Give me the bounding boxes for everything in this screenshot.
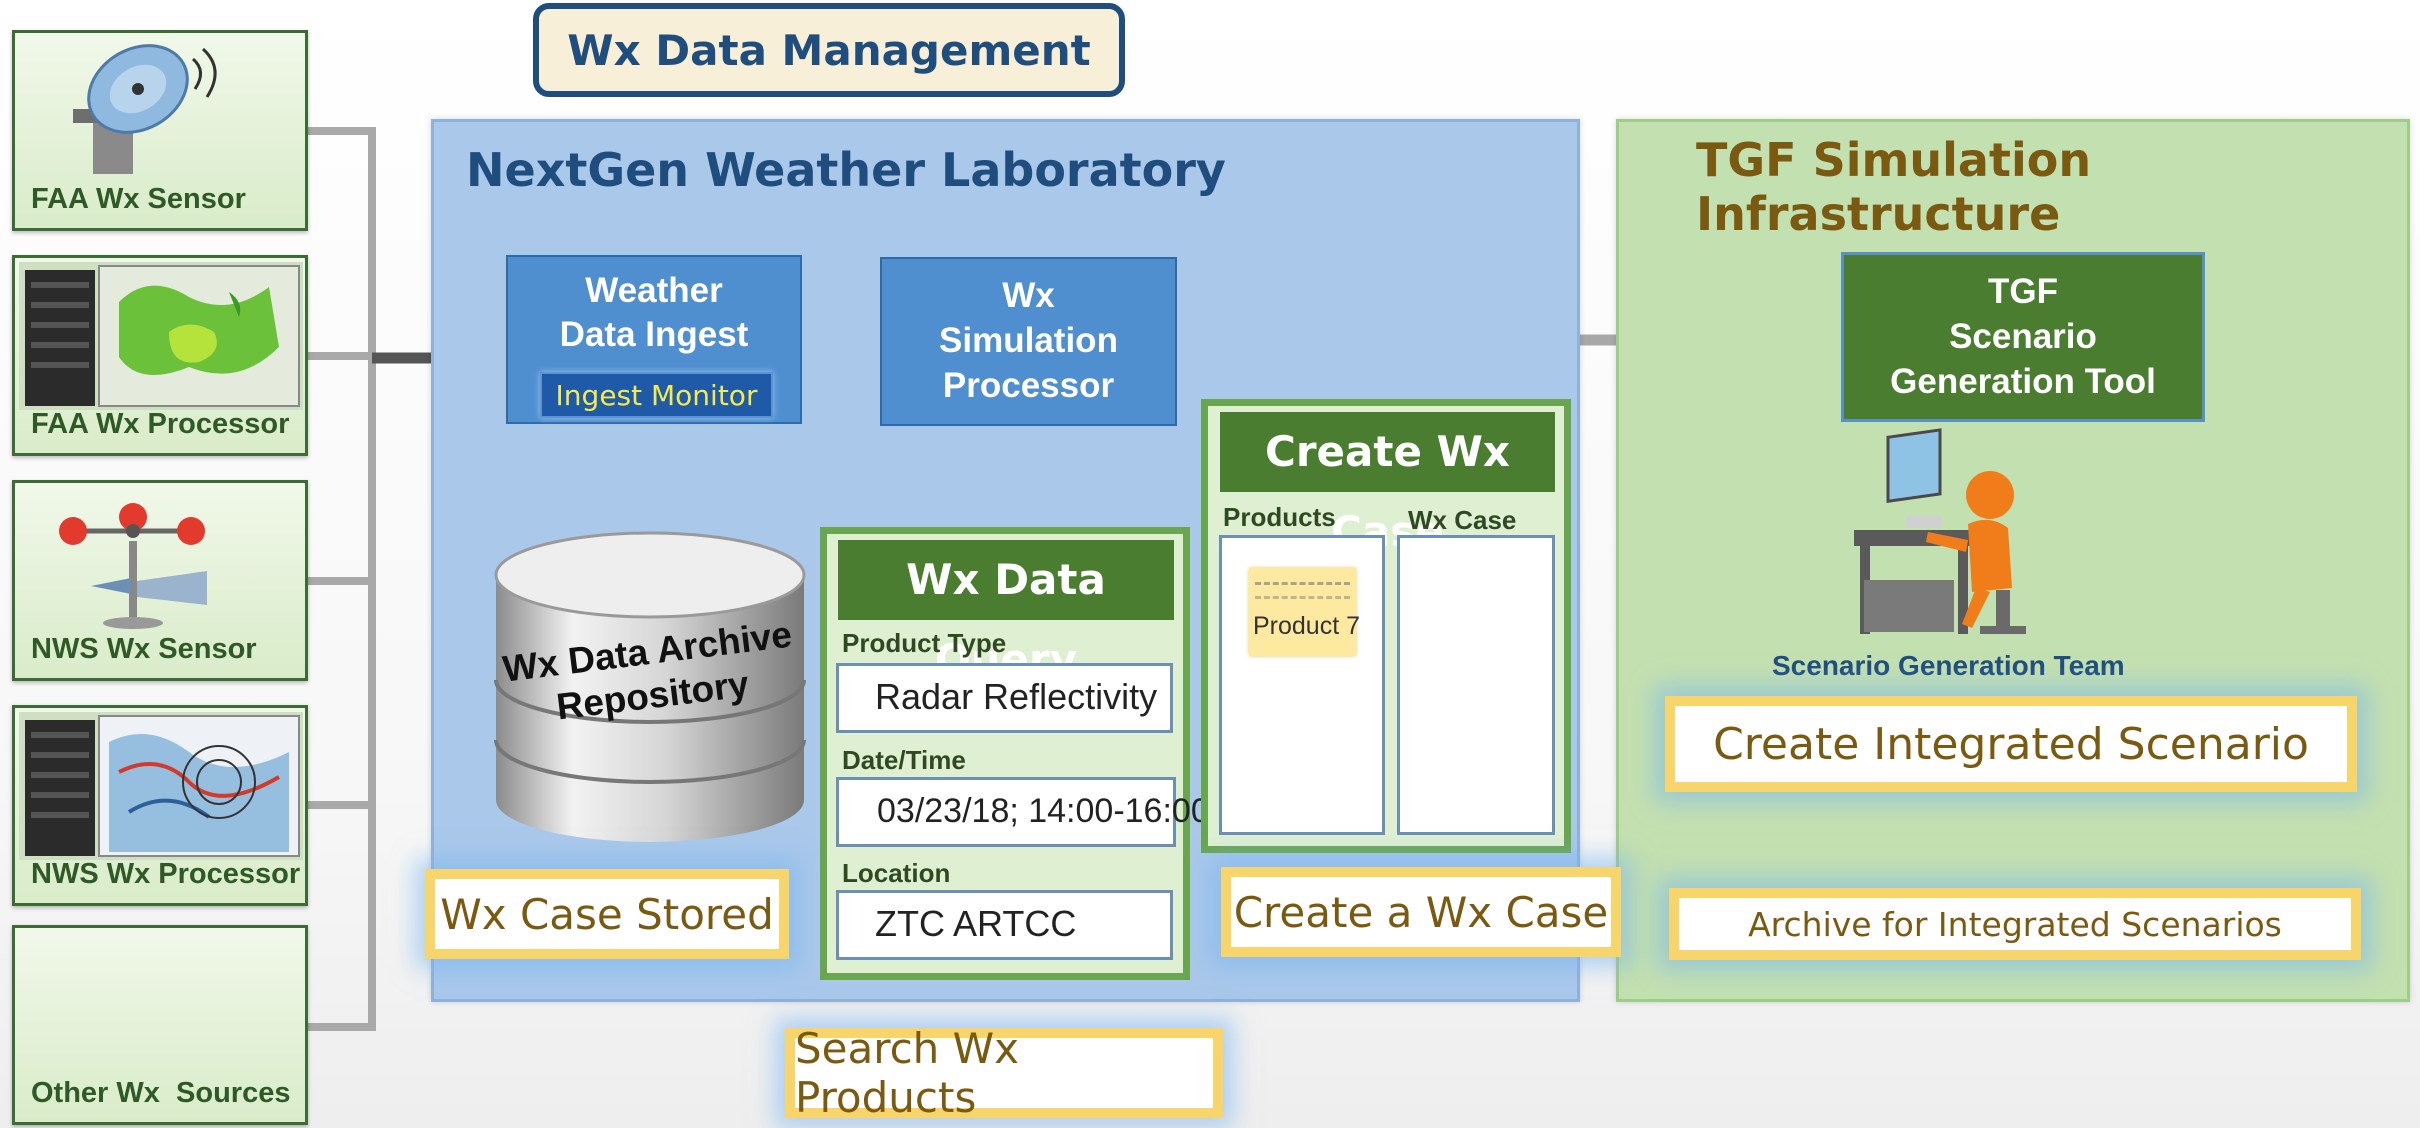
source-nws-processor: NWS Wx Processor (12, 705, 308, 906)
ingest-monitor-label: Ingest Monitor (555, 378, 758, 412)
source-label: NWS Wx Processor (31, 858, 301, 890)
product-item-label: Product 7 (1253, 612, 1361, 640)
ingest-monitor-button[interactable]: Ingest Monitor (540, 372, 773, 418)
source-label: Other Wx Sources (31, 1077, 291, 1109)
ingest-title-line1: Weather (585, 271, 723, 310)
callout-label: Create Integrated Scenario (1713, 718, 2309, 770)
sources-bracket (308, 127, 376, 1031)
callout-label: Search Wx Products (795, 1024, 1020, 1122)
product-item[interactable]: Product 7 (1249, 568, 1360, 656)
callout-create-wx-case: Create a Wx Case (1221, 867, 1621, 957)
callout-label: Wx Case Stored (440, 889, 774, 939)
source-label: NWS Wx Sensor (31, 633, 257, 665)
server-map-icon (19, 262, 303, 410)
tgf-title: TGF Simulation Infrastructure (1696, 133, 2092, 241)
wx-data-query-title: Wx Data Query (838, 540, 1174, 684)
source-label: FAA Wx Sensor (31, 183, 246, 215)
person-at-computer-icon (1854, 428, 2026, 634)
wx-case-list[interactable] (1397, 535, 1555, 835)
datetime-field[interactable]: 03/23/18; 14:00-16:00 (836, 777, 1210, 847)
weather-lab-title: NextGen Weather Laboratory (466, 143, 1226, 197)
database-cylinder-icon (494, 531, 806, 842)
callout-archive-integrated-scenarios: Archive for Integrated Scenarios (1669, 888, 2361, 960)
products-label: Products (1223, 502, 1336, 532)
source-label: FAA Wx Processor (31, 408, 290, 440)
tool-line3: Generation Tool (1890, 362, 2156, 401)
source-nws-sensor: NWS Wx Sensor (12, 480, 308, 681)
processor-line2: Simulation (939, 321, 1118, 360)
tool-line1: TGF (1988, 272, 2058, 311)
callout-label: Create a Wx Case (1233, 887, 1609, 937)
product-type-value: Radar Reflectivity (875, 676, 1158, 717)
processor-line1: Wx (1002, 276, 1055, 315)
create-wx-case-title: Create Wx Case (1220, 412, 1555, 556)
header-box: Wx Data Management (533, 3, 1125, 97)
header-title: Wx Data Management (567, 25, 1091, 75)
callout-label: Archive for Integrated Scenarios (1748, 904, 2282, 944)
ingest-title-line2: Data Ingest (559, 315, 749, 354)
radar-dish-icon (73, 44, 217, 174)
faded-product-line (1255, 582, 1350, 585)
tgf-scenario-tool-box: TGF Scenario Generation Tool (1841, 252, 2205, 422)
location-value: ZTC ARTCC (875, 903, 1077, 944)
source-other: Other Wx Sources (12, 925, 308, 1125)
callout-create-integrated-scenario: Create Integrated Scenario (1665, 696, 2357, 792)
processor-line3: Processor (942, 366, 1115, 405)
scenario-team-label: Scenario Generation Team (1772, 650, 2125, 681)
server-weather-map-icon (19, 712, 303, 860)
source-faa-sensor: FAA Wx Sensor (12, 30, 308, 231)
faded-product-line (1255, 596, 1350, 599)
product-type-field[interactable]: Radar Reflectivity (836, 663, 1173, 733)
anemometer-icon (59, 503, 207, 629)
datetime-value: 03/23/18; 14:00-16:00 (877, 792, 1210, 830)
callout-search-wx-products: Search Wx Products (785, 1024, 1223, 1122)
location-label: Location (842, 858, 951, 888)
product-type-label: Product Type (842, 628, 1007, 658)
callout-wx-case-stored: Wx Case Stored (425, 869, 789, 959)
wx-case-label: Wx Case (1408, 505, 1517, 535)
location-field[interactable]: ZTC ARTCC (836, 890, 1173, 960)
datetime-label: Date/Time (842, 745, 966, 775)
source-faa-processor: FAA Wx Processor (12, 255, 308, 456)
tool-line2: Scenario (1949, 317, 2097, 356)
wx-simulation-processor-box: Wx Simulation Processor (880, 257, 1177, 426)
